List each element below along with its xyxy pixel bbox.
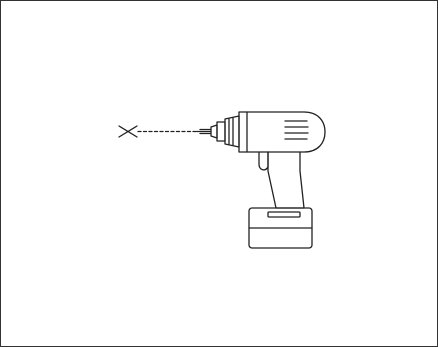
vent-lines — [285, 121, 308, 139]
x-mark-icon — [119, 126, 137, 137]
cordless-drill-icon — [197, 112, 325, 248]
drill-chuck — [211, 116, 239, 147]
drill-body — [239, 112, 325, 152]
drill-trigger — [259, 152, 268, 170]
battery-pack — [249, 208, 312, 248]
drill-handle — [268, 152, 304, 208]
drill-bit — [197, 130, 211, 134]
